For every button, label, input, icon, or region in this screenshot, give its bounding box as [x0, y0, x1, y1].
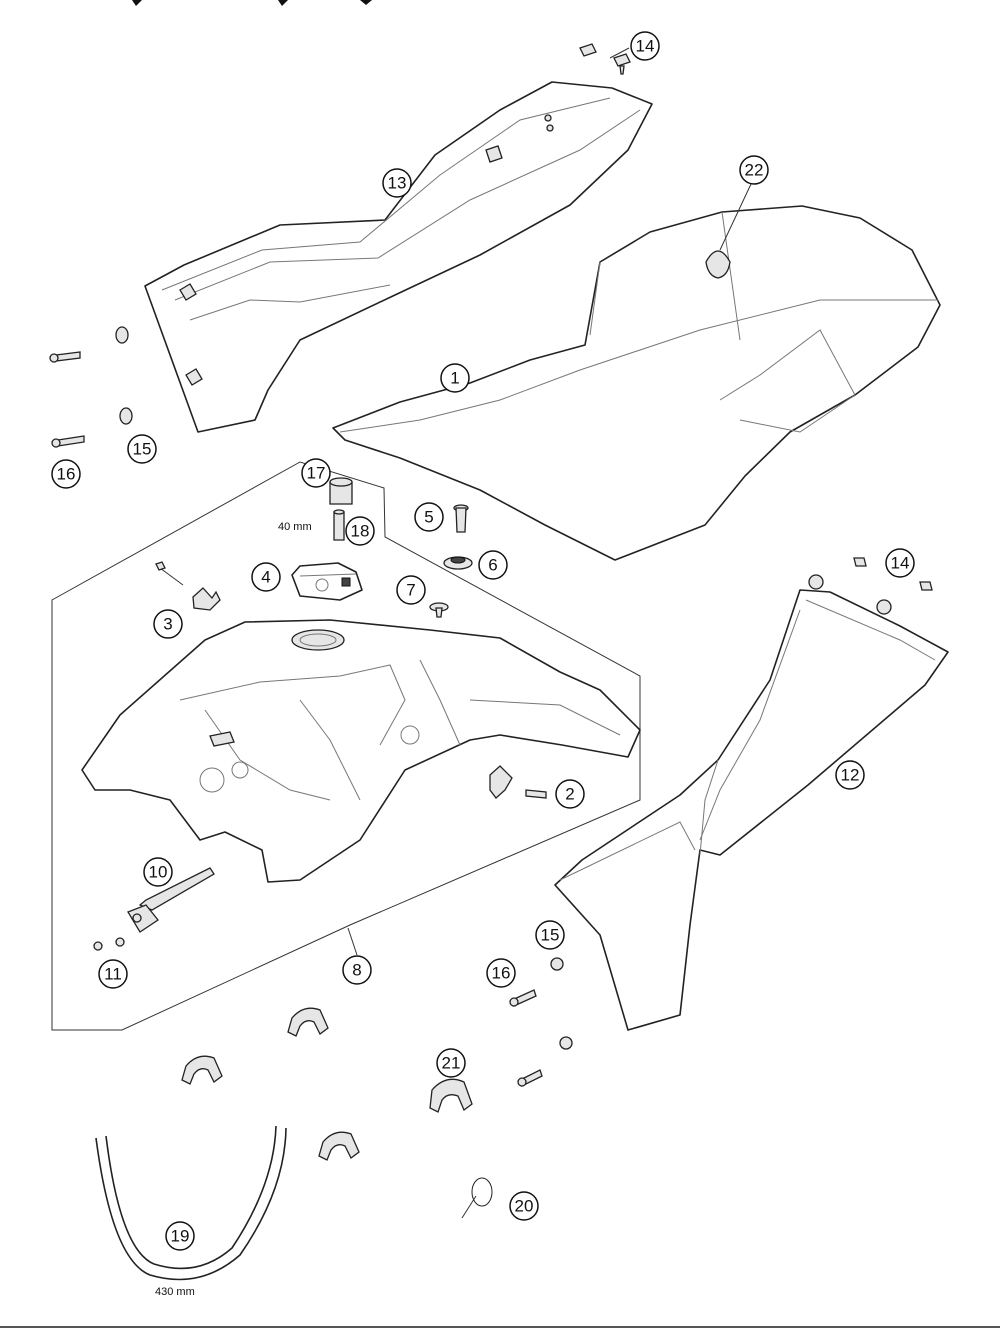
callout-21: 21 — [436, 1048, 466, 1078]
svg-text:18: 18 — [351, 522, 370, 541]
svg-text:10: 10 — [149, 863, 168, 882]
callout-6: 6 — [478, 550, 508, 580]
callout-3: 3 — [153, 609, 183, 639]
fasteners-lower-right — [509, 957, 573, 1087]
tank-bracket-left — [155, 561, 221, 611]
cable-tie — [461, 1177, 493, 1219]
hose-clips — [181, 1007, 473, 1161]
cropped-heading-fragment — [132, 0, 372, 6]
svg-text:5: 5 — [424, 508, 433, 527]
leader-22 — [719, 183, 752, 251]
leader-14a — [609, 47, 630, 59]
svg-text:16: 16 — [57, 465, 76, 484]
callout-12: 12 — [835, 760, 865, 790]
bolt — [453, 504, 469, 533]
fasteners-left — [49, 326, 133, 448]
callout-2: 2 — [555, 779, 585, 809]
callout-13: 13 — [382, 168, 412, 198]
fuel-tank — [81, 619, 641, 883]
fasteners-top — [579, 43, 631, 75]
svg-text:3: 3 — [163, 615, 172, 634]
screw — [429, 602, 449, 618]
callout-16-right: 16 — [486, 958, 516, 988]
svg-text:13: 13 — [388, 174, 407, 193]
callout-14-right: 14 — [885, 548, 915, 578]
breather-cap — [329, 477, 353, 505]
callout-20: 20 — [509, 1191, 539, 1221]
svg-text:19: 19 — [171, 1227, 190, 1246]
svg-text:12: 12 — [841, 766, 860, 785]
svg-text:4: 4 — [261, 568, 270, 587]
left-side-panel — [144, 81, 653, 433]
callout-16-left: 16 — [51, 459, 81, 489]
filler-cap — [291, 562, 363, 601]
right-side-panel — [554, 574, 949, 1031]
callout-15-left: 15 — [127, 434, 157, 464]
hose-length-dimension: 430 mm — [155, 1286, 195, 1298]
tube-length-dimension: 40 mm — [278, 521, 312, 533]
callout-19: 19 — [165, 1221, 195, 1251]
leader-8 — [347, 927, 358, 956]
svg-text:17: 17 — [307, 464, 326, 483]
seat — [332, 205, 941, 561]
fuel-tank-group-outline — [51, 461, 641, 1031]
svg-text:21: 21 — [442, 1054, 461, 1073]
page-bottom-rule — [0, 1326, 1000, 1328]
svg-text:15: 15 — [133, 440, 152, 459]
svg-text:22: 22 — [745, 161, 764, 180]
tap-screws — [93, 937, 125, 951]
svg-text:8: 8 — [352, 961, 361, 980]
fuel-hose — [95, 1125, 287, 1281]
svg-text:7: 7 — [406, 581, 415, 600]
tank-bracket-right — [489, 765, 547, 799]
callout-5: 5 — [414, 502, 444, 532]
svg-text:16: 16 — [492, 964, 511, 983]
callout-11: 11 — [98, 959, 128, 989]
rubber-bushing — [443, 556, 473, 570]
callout-15-right: 15 — [535, 920, 565, 950]
fuel-tap — [127, 867, 215, 933]
callout-14-top: 14 — [630, 31, 660, 61]
callout-10: 10 — [143, 857, 173, 887]
svg-text:2: 2 — [565, 785, 574, 804]
svg-text:1: 1 — [450, 369, 459, 388]
callout-7: 7 — [396, 575, 426, 605]
svg-text:15: 15 — [541, 926, 560, 945]
callout-22: 22 — [739, 155, 769, 185]
svg-text:20: 20 — [515, 1197, 534, 1216]
callout-4: 4 — [251, 562, 281, 592]
svg-text:14: 14 — [891, 554, 910, 573]
callout-18: 18 — [345, 516, 375, 546]
callout-17: 17 — [301, 458, 331, 488]
breather-tube — [333, 509, 345, 541]
svg-text:14: 14 — [636, 37, 655, 56]
svg-text:6: 6 — [488, 556, 497, 575]
fasteners-right — [853, 557, 933, 591]
svg-text:11: 11 — [104, 965, 122, 984]
callout-8: 8 — [342, 955, 372, 985]
callout-1: 1 — [440, 363, 470, 393]
